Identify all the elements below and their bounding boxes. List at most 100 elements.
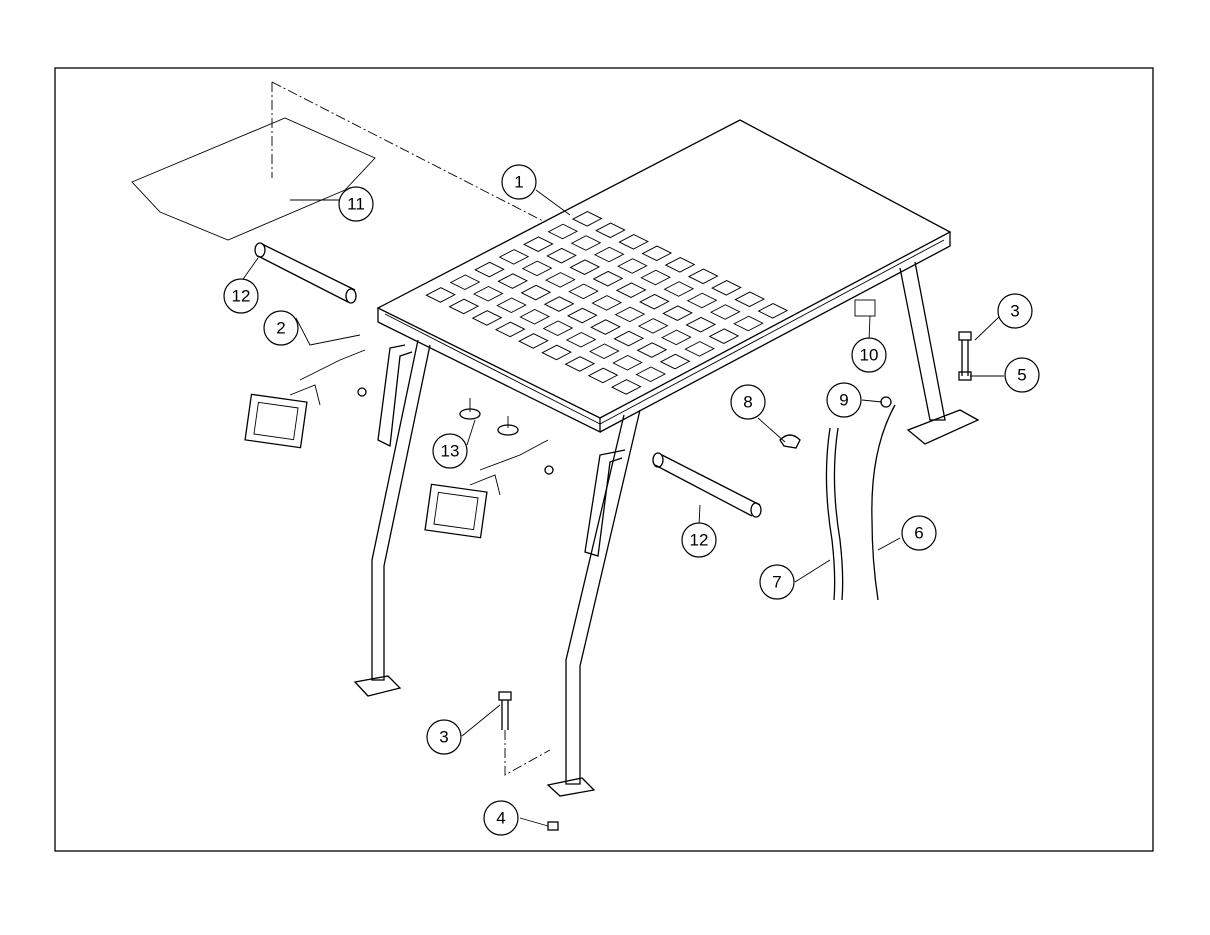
vent-square bbox=[587, 367, 619, 384]
callout-5: 5 bbox=[1004, 357, 1040, 393]
work-lamps bbox=[244, 349, 554, 539]
vent-square bbox=[711, 280, 742, 296]
vent-square bbox=[592, 270, 624, 287]
vent-square bbox=[494, 321, 526, 338]
vent-square bbox=[497, 273, 528, 289]
vent-square bbox=[613, 330, 645, 347]
vent-square bbox=[618, 234, 649, 250]
vent-square bbox=[498, 249, 530, 265]
vent-square bbox=[523, 236, 554, 252]
table-top bbox=[376, 119, 952, 434]
vent-square bbox=[636, 342, 668, 358]
callout-2: 2 bbox=[263, 310, 299, 346]
callout-8: 8 bbox=[730, 384, 766, 420]
vent-square bbox=[565, 331, 597, 348]
svg-text:12: 12 bbox=[232, 287, 251, 306]
vent-square bbox=[425, 287, 456, 303]
vent-square bbox=[546, 247, 577, 264]
vent-square bbox=[639, 293, 670, 310]
vent-square bbox=[661, 329, 692, 346]
vent-square bbox=[593, 246, 625, 263]
vent-square bbox=[570, 235, 602, 251]
svg-text:1: 1 bbox=[514, 173, 523, 192]
protective-sheet bbox=[131, 81, 546, 241]
vent-square bbox=[545, 272, 576, 288]
vent-square bbox=[590, 319, 621, 335]
vent-square bbox=[637, 318, 669, 334]
vent-square bbox=[518, 333, 549, 349]
vent-square bbox=[571, 211, 603, 227]
vent-square bbox=[472, 285, 504, 302]
vent-square bbox=[685, 316, 717, 333]
drawing-frame bbox=[54, 67, 1154, 852]
vent-square bbox=[448, 298, 480, 315]
vent-square bbox=[617, 258, 648, 274]
vent-square bbox=[564, 356, 596, 372]
svg-text:10: 10 bbox=[860, 346, 879, 365]
vent-square bbox=[589, 343, 620, 360]
table-legs bbox=[353, 261, 980, 797]
vent-square bbox=[519, 308, 550, 325]
vent-square bbox=[708, 328, 740, 344]
vent-square bbox=[543, 296, 575, 312]
vent-square bbox=[547, 223, 579, 240]
vent-square bbox=[635, 366, 667, 383]
vent-square bbox=[568, 283, 599, 300]
svg-text:7: 7 bbox=[772, 573, 781, 592]
vent-square bbox=[663, 281, 695, 297]
tubes bbox=[254, 242, 762, 518]
vent-square bbox=[686, 292, 718, 309]
callout-13: 13 bbox=[432, 433, 468, 469]
svg-text:6: 6 bbox=[914, 524, 923, 543]
vent-square bbox=[520, 284, 552, 301]
svg-text:2: 2 bbox=[276, 319, 285, 338]
callout-4: 4 bbox=[483, 800, 519, 836]
vent-square bbox=[521, 260, 553, 277]
vent-square bbox=[640, 269, 671, 286]
callout-9: 9 bbox=[826, 382, 862, 418]
vent-square bbox=[684, 341, 715, 357]
vent-square bbox=[709, 304, 741, 320]
vent-square bbox=[541, 344, 572, 361]
vent-square bbox=[471, 310, 503, 326]
vent-square bbox=[664, 257, 696, 273]
hardware bbox=[498, 299, 972, 831]
callout-7: 7 bbox=[759, 564, 795, 600]
vent-square bbox=[757, 303, 789, 319]
callout-1: 1 bbox=[501, 164, 537, 200]
vent-square bbox=[641, 245, 673, 262]
svg-text:13: 13 bbox=[441, 442, 460, 461]
vent-square bbox=[662, 305, 693, 321]
vent-square bbox=[659, 353, 691, 370]
svg-text:5: 5 bbox=[1017, 366, 1026, 385]
callout-11: 11 bbox=[338, 186, 374, 222]
callout-3-right: 3 bbox=[997, 293, 1033, 329]
vent-grid bbox=[425, 211, 789, 395]
leader-lines bbox=[240, 189, 1004, 827]
svg-text:11: 11 bbox=[347, 195, 365, 214]
vent-square bbox=[449, 274, 481, 291]
vent-square bbox=[591, 295, 623, 311]
svg-text:9: 9 bbox=[839, 391, 848, 410]
callout-12-right: 12 bbox=[681, 522, 717, 558]
svg-text:4: 4 bbox=[496, 809, 505, 828]
vent-square bbox=[734, 291, 765, 308]
callout-10: 10 bbox=[851, 337, 887, 373]
callout-12-left: 12 bbox=[223, 278, 259, 314]
vent-square bbox=[615, 282, 647, 298]
vent-square bbox=[614, 306, 646, 323]
svg-text:12: 12 bbox=[690, 531, 709, 550]
callout-6: 6 bbox=[901, 515, 937, 551]
vent-square bbox=[610, 379, 642, 395]
svg-text:3: 3 bbox=[1010, 302, 1019, 321]
vent-square bbox=[542, 320, 574, 337]
svg-text:3: 3 bbox=[439, 728, 448, 747]
vent-square bbox=[595, 222, 626, 239]
vent-square bbox=[474, 261, 505, 278]
svg-text:8: 8 bbox=[743, 393, 752, 412]
vent-square bbox=[687, 268, 719, 285]
callout-3-bottom: 3 bbox=[426, 719, 462, 755]
vent-square bbox=[567, 307, 598, 324]
vent-square bbox=[496, 297, 527, 314]
